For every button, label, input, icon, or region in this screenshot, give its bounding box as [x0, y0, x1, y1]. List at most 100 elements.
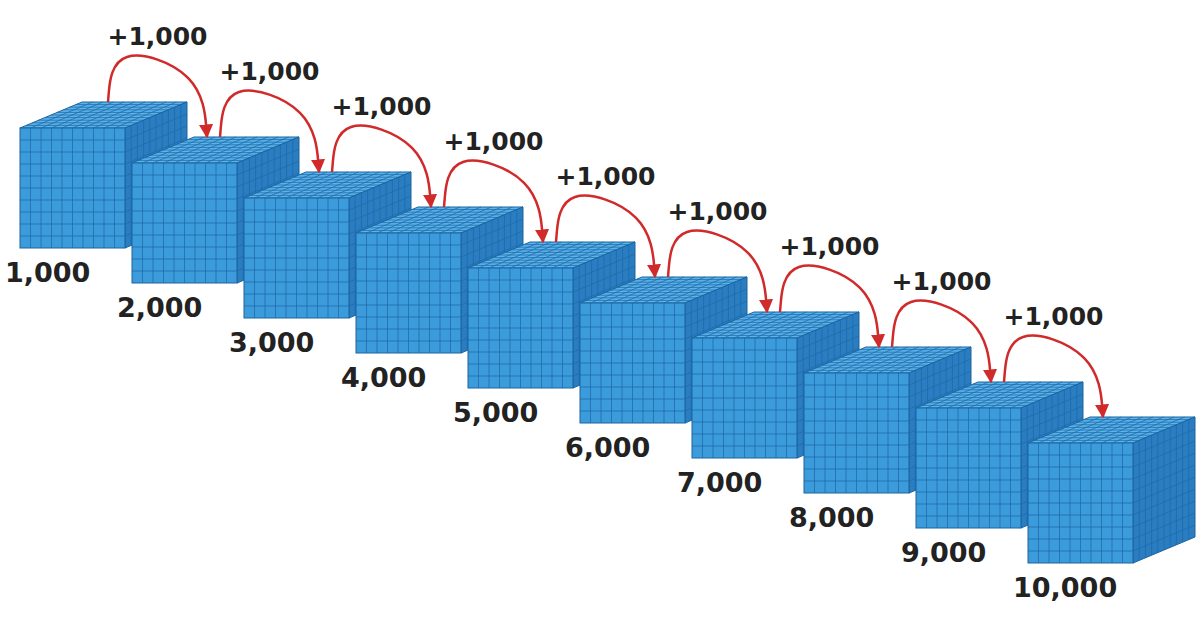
value-label: 5,000: [453, 398, 538, 428]
grid-line: [787, 312, 849, 338]
step-label: +1,000: [665, 198, 769, 226]
grid-line: [675, 277, 737, 303]
grid-line: [20, 236, 125, 237]
grid-line: [294, 177, 399, 178]
grid-line: [451, 207, 513, 233]
grid-line: [499, 255, 604, 256]
grid-line: [562, 268, 563, 388]
grid-line: [429, 233, 430, 353]
grid-line: [1028, 527, 1133, 528]
grid-line: [1065, 427, 1170, 428]
grid-line: [867, 373, 868, 493]
grid-line: [979, 408, 980, 528]
grid-line: [115, 102, 177, 128]
grid-line: [195, 163, 196, 283]
grid-line: [664, 277, 726, 303]
grid-line: [1028, 503, 1133, 504]
grid-line: [972, 384, 1077, 385]
grid-line: [1123, 417, 1185, 443]
grid-line: [1091, 443, 1092, 563]
grid-line: [244, 270, 349, 271]
grid-line: [281, 182, 386, 183]
grid-line: [966, 387, 1071, 388]
grid-line: [1112, 443, 1113, 563]
grid-line: [1133, 501, 1195, 527]
cube-shape: [1028, 417, 1195, 563]
grid-line: [1000, 408, 1001, 528]
grid-line: [1028, 539, 1133, 540]
grid-line: [20, 200, 125, 201]
grid-line: [511, 249, 616, 250]
grid-line: [169, 147, 274, 148]
grid-line: [643, 303, 644, 423]
grid-line: [552, 242, 614, 268]
grid-line: [1176, 425, 1177, 545]
cube-front-face: [916, 408, 1021, 528]
cube-front-face: [804, 373, 909, 493]
grid-line: [63, 109, 168, 110]
grid-line: [244, 294, 349, 295]
grid-line: [664, 303, 665, 423]
step-label: +1,000: [329, 93, 433, 121]
grid-line: [338, 198, 339, 318]
cube-grid: [1028, 417, 1195, 563]
cube-front-face: [1028, 443, 1133, 563]
grid-line: [653, 303, 654, 423]
grid-line: [205, 163, 206, 283]
grid-line: [755, 338, 756, 458]
grid-line: [1133, 525, 1195, 551]
grid-line: [132, 247, 237, 248]
cube-front-face: [244, 198, 349, 318]
grid-line: [1071, 424, 1176, 425]
grid-line: [953, 392, 1058, 393]
step-label: +1,000: [105, 23, 209, 51]
cube-front-face: [468, 268, 573, 388]
grid-line: [132, 223, 237, 224]
grid-line: [804, 445, 909, 446]
grid-line: [227, 137, 289, 163]
cube-front-face: [20, 128, 125, 248]
grid-line: [104, 128, 105, 248]
grid-line: [356, 341, 461, 342]
grid-line: [916, 468, 1021, 469]
value-label: 7,000: [677, 468, 762, 498]
grid-line: [468, 352, 573, 353]
grid-line: [70, 107, 175, 108]
grid-line: [531, 268, 532, 388]
value-label: 9,000: [901, 538, 986, 568]
grid-line: [300, 174, 405, 175]
grid-line: [244, 306, 349, 307]
grid-line: [804, 457, 909, 458]
grid-line: [317, 198, 318, 318]
grid-line: [182, 142, 287, 143]
grid-line: [468, 364, 573, 365]
grid-line: [188, 139, 293, 140]
grid-line: [552, 268, 553, 388]
grid-line: [899, 347, 961, 373]
grid-line: [1133, 513, 1195, 539]
grid-line: [854, 352, 959, 353]
grid-line: [1028, 551, 1133, 552]
grid-line: [692, 422, 797, 423]
grid-line: [57, 112, 162, 113]
grid-line: [468, 376, 573, 377]
grid-line: [888, 347, 950, 373]
grid-line: [888, 373, 889, 493]
value-label: 8,000: [789, 503, 874, 533]
grid-line: [387, 220, 492, 221]
grid-line: [580, 411, 685, 412]
grid-line: [20, 224, 125, 225]
grid-line: [1000, 382, 1062, 408]
grid-line: [847, 354, 952, 355]
grid-line: [1170, 427, 1171, 547]
grid-line: [636, 279, 741, 280]
grid-line: [1122, 443, 1123, 563]
cube-front-face: [132, 163, 237, 283]
step-label: +1,000: [777, 233, 881, 261]
grid-line: [742, 317, 847, 318]
grid-line: [51, 115, 156, 116]
grid-line: [163, 150, 268, 151]
grid-line: [1182, 422, 1183, 542]
grid-line: [468, 340, 573, 341]
grid-line: [440, 233, 441, 353]
